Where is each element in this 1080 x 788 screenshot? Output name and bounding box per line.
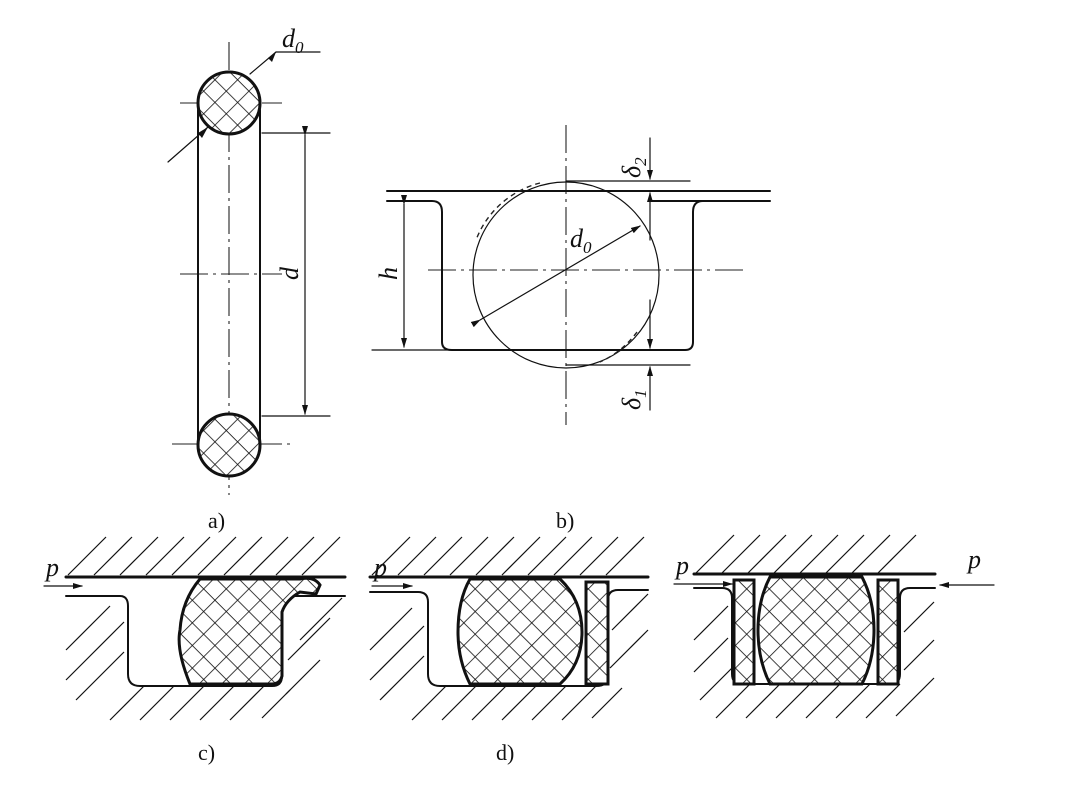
backup-ring — [584, 580, 610, 686]
o-ring-single-backup — [456, 577, 584, 686]
label-d: d — [275, 266, 304, 280]
label-p-c: p — [44, 553, 59, 582]
label-delta1: δ1 — [617, 389, 650, 410]
o-ring-double-backup — [756, 575, 876, 686]
view-b-groove-detail: d0 h δ2 δ1 b) — [371, 125, 771, 533]
view-d-single-backup: p — [368, 536, 650, 721]
view-a-o-ring: d0 d a) — [167, 24, 331, 533]
caption-c: c) — [198, 740, 215, 765]
label-p-d1: p — [372, 553, 387, 582]
o-ring-section-top — [196, 70, 262, 136]
backup-ring-right — [876, 578, 900, 686]
view-d-double-backup: p p d) — [496, 534, 995, 765]
label-d0-a: d0 — [282, 24, 304, 57]
label-delta2: δ2 — [617, 157, 650, 178]
o-ring-extruded — [177, 576, 322, 686]
caption-d: d) — [496, 740, 514, 765]
backup-ring-left — [732, 578, 756, 686]
label-p-d2-right: p — [966, 545, 981, 574]
label-d0-b: d0 — [570, 224, 592, 257]
label-h: h — [374, 267, 403, 280]
label-p-d2-left: p — [674, 551, 689, 580]
o-ring-section-bottom — [196, 412, 262, 478]
caption-b: b) — [556, 508, 574, 533]
caption-a: a) — [208, 508, 225, 533]
view-c-extrusion: p c) — [43, 536, 347, 765]
